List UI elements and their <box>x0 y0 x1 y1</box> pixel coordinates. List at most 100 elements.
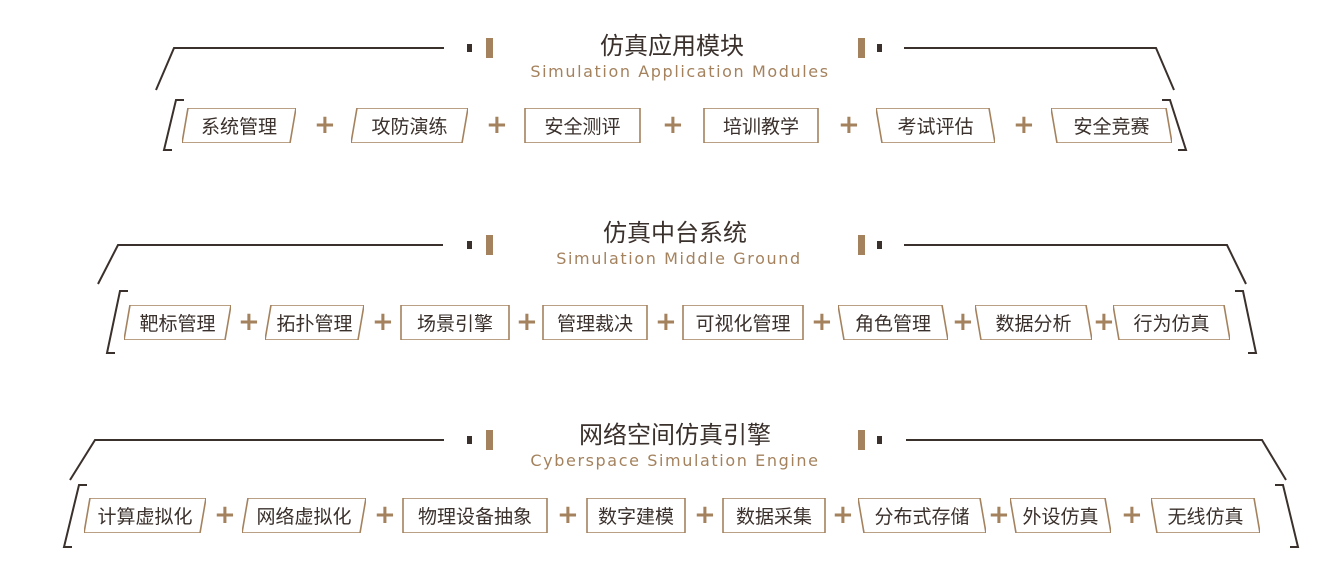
module-tag: 物理设备抽象 <box>402 498 548 533</box>
module-tag-outline <box>84 498 206 533</box>
module-tag: 攻防演练 <box>351 108 468 143</box>
deco-right-small-2 <box>877 436 882 444</box>
module-tag-label: 计算虚拟化 <box>97 506 193 528</box>
module-tag-outline <box>1051 108 1172 143</box>
frame-outer-right-0 <box>904 47 1175 91</box>
module-tag-outline <box>242 498 366 533</box>
module-tag-label: 可视化管理 <box>695 313 791 335</box>
frame-inner-left-1 <box>105 290 128 354</box>
module-tag-label: 数据分析 <box>995 313 1072 335</box>
module-tag: 管理裁决 <box>542 305 648 340</box>
frame-inner-right-2 <box>1275 484 1300 548</box>
frame-outer-right-2 <box>906 439 1287 481</box>
deco-left-small-1 <box>467 241 472 249</box>
module-tag-outline <box>838 305 948 340</box>
section-title-engine: 网络空间仿真引擎 <box>579 421 771 449</box>
module-tag-label: 数据采集 <box>735 506 812 528</box>
module-tag: 计算虚拟化 <box>84 498 206 533</box>
module-tag-border <box>703 108 819 143</box>
module-tag-border <box>400 305 510 340</box>
module-tag-outline <box>586 498 686 533</box>
plus-icon: + <box>1013 110 1035 140</box>
module-tag-border <box>402 498 548 533</box>
module-tag-label: 场景引擎 <box>416 313 493 335</box>
module-tag: 考试评估 <box>876 108 995 143</box>
frame-outer-left-0 <box>155 47 444 91</box>
plus-icon: + <box>811 307 833 337</box>
module-tag-label: 考试评估 <box>897 116 974 138</box>
module-tag-outline <box>722 498 826 533</box>
module-tag-outline <box>876 108 995 143</box>
deco-left-large-0 <box>486 38 493 58</box>
deco-right-small-1 <box>877 241 882 249</box>
module-tag-border <box>876 108 995 143</box>
module-tag-label: 无线仿真 <box>1167 506 1244 528</box>
deco-right-large-0 <box>858 38 865 58</box>
plus-icon: + <box>952 307 974 337</box>
plus-icon: + <box>832 500 854 530</box>
module-tag: 靶标管理 <box>124 305 231 340</box>
module-tag-border <box>722 498 826 533</box>
module-tag-label: 管理裁决 <box>556 313 633 335</box>
module-tag: 数据采集 <box>722 498 826 533</box>
plus-icon: + <box>694 500 716 530</box>
module-tag: 网络虚拟化 <box>242 498 366 533</box>
module-tag: 无线仿真 <box>1151 498 1260 533</box>
frame-outer-right-1 <box>904 244 1247 285</box>
frame-outer-left-1 <box>97 244 443 285</box>
section-subtitle-middle-ground: Simulation Middle Ground <box>556 249 802 268</box>
plus-icon: + <box>214 500 236 530</box>
section-subtitle-engine: Cyberspace Simulation Engine <box>530 451 820 470</box>
plus-icon: + <box>662 110 684 140</box>
module-tag-outline <box>975 305 1092 340</box>
module-tag-border <box>84 498 206 533</box>
frame-inner-right-1 <box>1235 290 1258 354</box>
deco-right-small-0 <box>877 44 882 52</box>
module-tag-label: 行为仿真 <box>1133 313 1210 335</box>
module-tag: 行为仿真 <box>1113 305 1230 340</box>
frame-inner-left-2 <box>62 484 87 548</box>
module-tag: 场景引擎 <box>400 305 510 340</box>
module-tag-border <box>1051 108 1172 143</box>
module-tag-label: 培训教学 <box>722 116 799 138</box>
module-tag-label: 角色管理 <box>854 313 931 335</box>
section-title-middle-ground: 仿真中台系统 <box>603 219 747 247</box>
module-tag: 分布式存储 <box>858 498 986 533</box>
module-tag-label: 系统管理 <box>200 116 277 138</box>
module-tag: 可视化管理 <box>682 305 804 340</box>
module-tag-label: 拓扑管理 <box>276 313 353 335</box>
plus-icon: + <box>238 307 260 337</box>
module-tag-outline <box>265 305 364 340</box>
module-tag-border <box>1113 305 1230 340</box>
module-tag-border <box>838 305 948 340</box>
module-tag-border <box>242 498 366 533</box>
module-tag-border <box>682 305 804 340</box>
plus-icon: + <box>838 110 860 140</box>
module-tag: 系统管理 <box>182 108 296 143</box>
module-tag-label: 安全竞赛 <box>1073 116 1150 138</box>
plus-icon: + <box>1093 307 1115 337</box>
module-tag-border <box>542 305 648 340</box>
frame-outer-left-2 <box>69 439 444 481</box>
module-tag-border <box>524 108 641 143</box>
plus-icon: + <box>655 307 677 337</box>
plus-icon: + <box>1121 500 1143 530</box>
module-tag-label: 分布式存储 <box>874 506 970 528</box>
module-tag-border <box>1010 498 1111 533</box>
module-tag-label: 数字建模 <box>597 506 674 528</box>
section-subtitle-application: Simulation Application Modules <box>530 62 830 81</box>
module-tag-outline <box>1010 498 1111 533</box>
module-tag-outline <box>682 305 804 340</box>
module-tag: 数字建模 <box>586 498 686 533</box>
module-tag-outline <box>1113 305 1230 340</box>
plus-icon: + <box>374 500 396 530</box>
module-tag: 安全竞赛 <box>1051 108 1172 143</box>
module-tag: 角色管理 <box>838 305 948 340</box>
module-tag-border <box>975 305 1092 340</box>
module-tag-outline <box>351 108 468 143</box>
module-tag: 数据分析 <box>975 305 1092 340</box>
deco-left-small-2 <box>467 436 472 444</box>
frame-inner-right-0 <box>1162 99 1188 151</box>
plus-icon: + <box>372 307 394 337</box>
module-tag-outline <box>524 108 641 143</box>
